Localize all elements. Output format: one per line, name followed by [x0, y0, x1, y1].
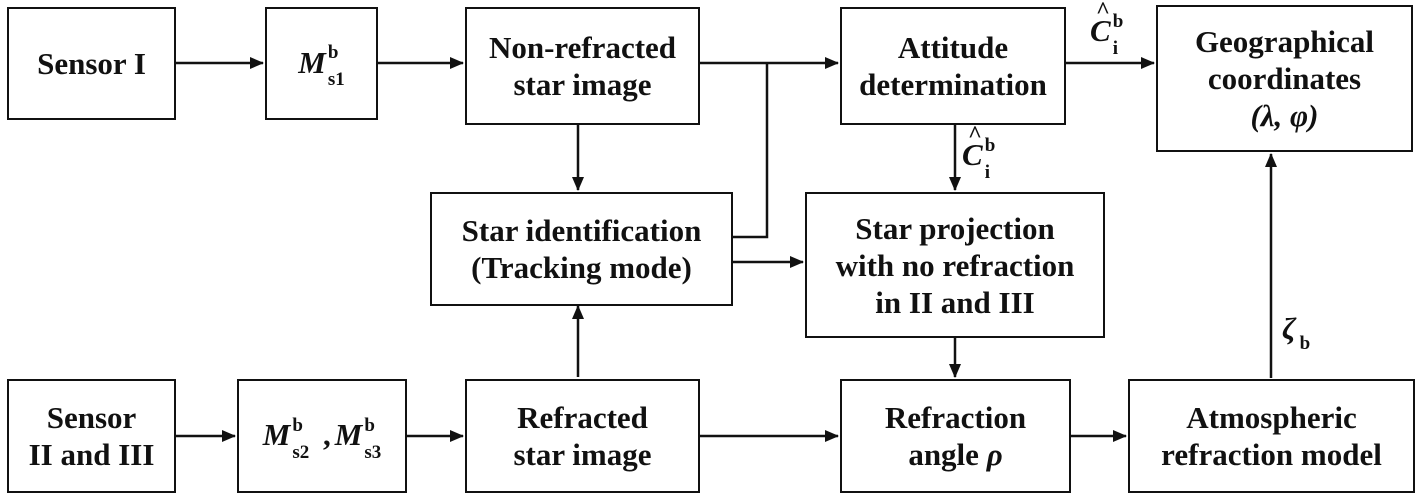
- atmospheric-refraction-model-box: Atmospheric refraction model: [1128, 379, 1415, 493]
- sensor-2-3-box: Sensor II and III: [7, 379, 176, 493]
- attitude-line2: determination: [859, 67, 1047, 102]
- sensor-2-3-line1: Sensor: [46, 400, 137, 435]
- non-refracted-line1: Non-refracted: [488, 30, 677, 65]
- sensor-1-box: Sensor I: [7, 7, 176, 120]
- refraction-angle-line2: angle ρ: [908, 437, 1003, 472]
- star-identification-line2: (Tracking mode): [471, 250, 692, 285]
- geographical-line3: (λ, φ): [1250, 98, 1319, 133]
- atmospheric-line2: refraction model: [1161, 437, 1382, 472]
- star-projection-line2: with no refraction: [835, 247, 1075, 283]
- refraction-angle-box: Refraction angle ρ: [840, 379, 1071, 493]
- refracted-line2: star image: [513, 437, 652, 472]
- edge-label-c-top: Cbi: [1090, 0, 1123, 58]
- refracted-star-image-box: Refracted star image: [465, 379, 700, 493]
- sensor-1-label: Sensor I: [37, 46, 146, 81]
- star-projection-box: Star projection with no refraction in II…: [805, 192, 1105, 338]
- attitude-determination-box: Attitude determination: [840, 7, 1066, 125]
- geographical-line2: coordinates: [1207, 61, 1362, 96]
- geographical-line1: Geographical: [1194, 24, 1375, 59]
- star-identification-line1: Star identification: [461, 213, 702, 248]
- refracted-line1: Refracted: [517, 400, 648, 435]
- star-projection-line1: Star projection: [855, 210, 1055, 246]
- refraction-angle-line1: Refraction: [884, 400, 1027, 435]
- star-identification-box: Star identification (Tracking mode): [430, 192, 733, 306]
- edge-label-c-mid: Cbi: [962, 118, 995, 182]
- atmospheric-line1: Atmospheric: [1186, 400, 1357, 435]
- sensor-2-3-line2: II and III: [28, 437, 155, 472]
- star-projection-line3: in II and III: [875, 284, 1035, 320]
- geographical-coordinates-box: Geographical coordinates (λ, φ): [1156, 5, 1413, 152]
- attitude-line1: Attitude: [897, 30, 1009, 65]
- non-refracted-line2: star image: [513, 67, 652, 102]
- arrow-starid-feedback-to-attitude: [733, 63, 769, 239]
- non-refracted-star-image-box: Non-refracted star image: [465, 7, 700, 125]
